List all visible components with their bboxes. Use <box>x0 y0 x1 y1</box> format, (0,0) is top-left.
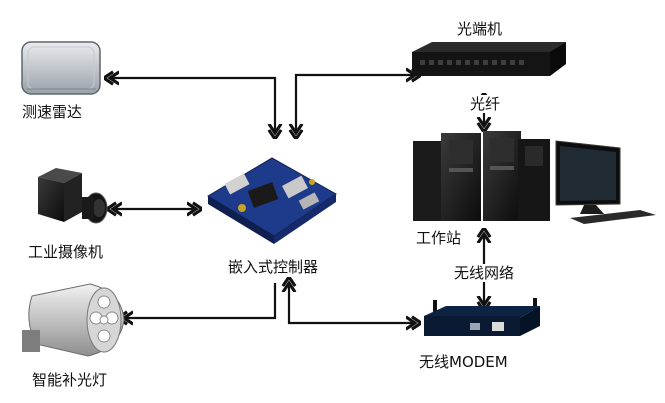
wireless-modem-label: 无线MODEM <box>419 353 508 371</box>
smart-fill-light-label: 智能补光灯 <box>32 371 108 389</box>
link-controller-radar <box>110 78 275 133</box>
smart-fill-light-image <box>22 283 125 357</box>
industrial-camera-label: 工业摄像机 <box>28 243 104 261</box>
workstation-image <box>413 131 656 224</box>
wireless-modem-image <box>424 298 540 336</box>
link-controller-modem <box>289 283 415 323</box>
workstation-label: 工作站 <box>416 229 462 247</box>
embedded-controller-label: 嵌入式控制器 <box>228 258 319 276</box>
embedded-controller-image <box>207 157 337 244</box>
wireless-network-link-label: 无线网络 <box>452 264 517 282</box>
optical-transceiver-label: 光端机 <box>457 20 503 38</box>
speed-radar-label: 测速雷达 <box>22 103 83 121</box>
speed-radar-image <box>21 41 101 95</box>
fiber-link-label: 光纤 <box>469 95 502 113</box>
optical-transceiver-image <box>412 42 566 76</box>
link-controller-light <box>124 283 277 318</box>
link-controller-transceiver <box>296 75 415 133</box>
industrial-camera-image <box>38 168 108 224</box>
